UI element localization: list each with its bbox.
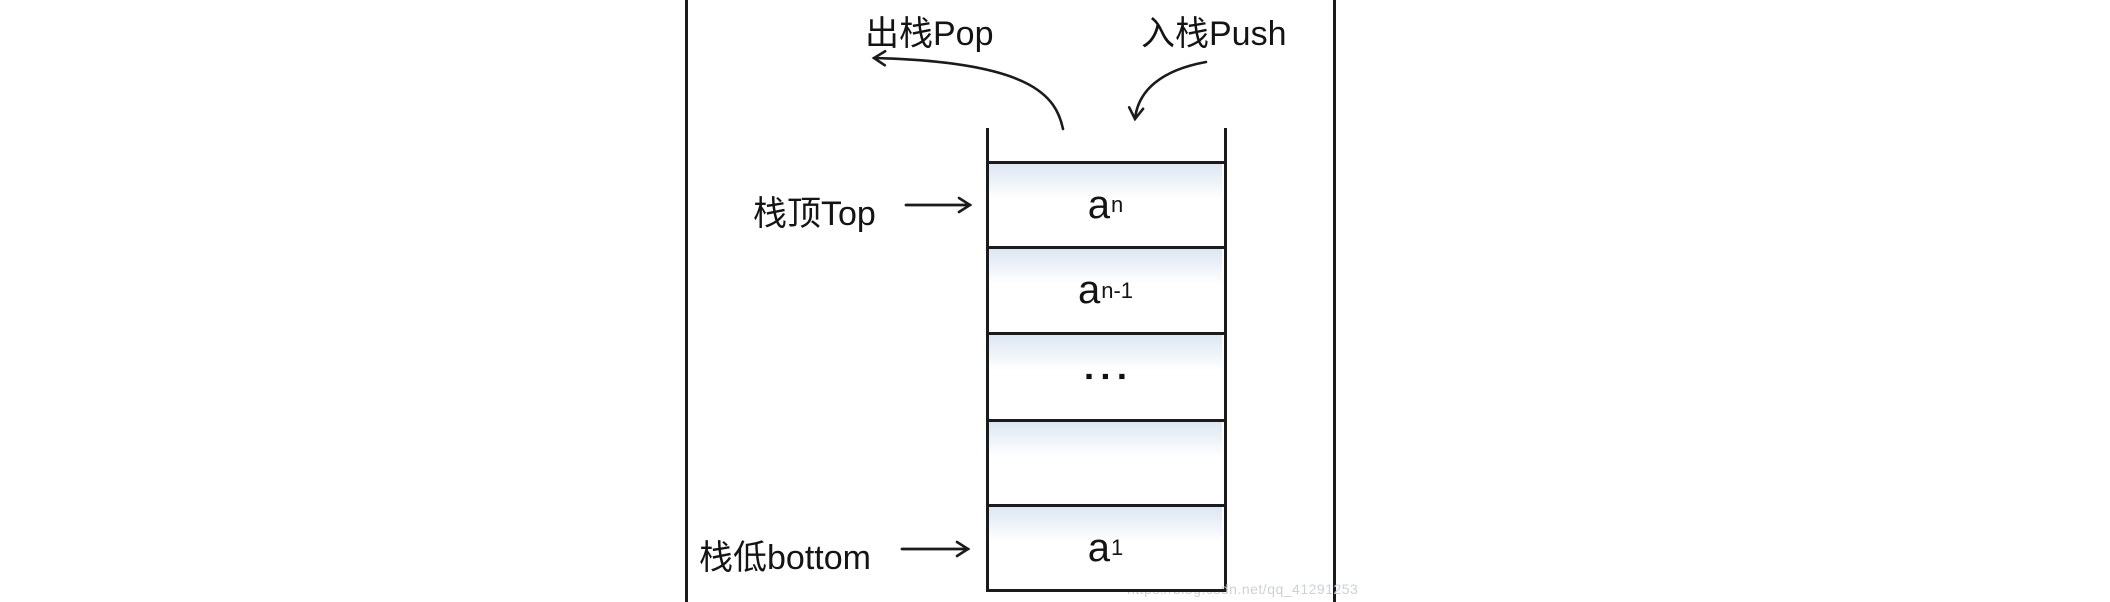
- stack-right-wall: [1224, 128, 1227, 592]
- cell-subscript: 1: [1111, 535, 1124, 560]
- stack-shelf-line: [987, 246, 1225, 249]
- stack-cell-empty: [989, 422, 1222, 504]
- cell-value: a: [1087, 525, 1110, 570]
- stack-shelf-line: [987, 332, 1225, 335]
- outer-box-left-border: [685, 0, 688, 602]
- stack-left-wall: [986, 128, 989, 592]
- stack-top-label: 栈顶Top: [753, 195, 876, 233]
- stack-cell-ellipsis: ▪▪▪: [989, 335, 1222, 419]
- cell-subscript: n-1: [1101, 277, 1134, 303]
- stack-bottom-label: 栈低bottom: [699, 539, 871, 577]
- cell-value: a: [1087, 182, 1110, 227]
- pop-label: 出栈Pop: [865, 15, 994, 53]
- ellipsis-dots: ▪▪▪: [1085, 365, 1135, 388]
- stack-shelf-line: [987, 161, 1225, 164]
- stack-shelf-line: [987, 419, 1225, 422]
- cell-value: a: [1077, 268, 1101, 312]
- stack-shelf-line: [987, 589, 1225, 592]
- outer-box-right-border: [1333, 0, 1336, 602]
- pop-arrow-curve: [871, 49, 1065, 131]
- cell-subscript: n: [1111, 192, 1124, 217]
- push-arrow-curve: [1127, 60, 1208, 122]
- push-label: 入栈Push: [1141, 15, 1287, 53]
- stack-shelf-line: [987, 504, 1225, 507]
